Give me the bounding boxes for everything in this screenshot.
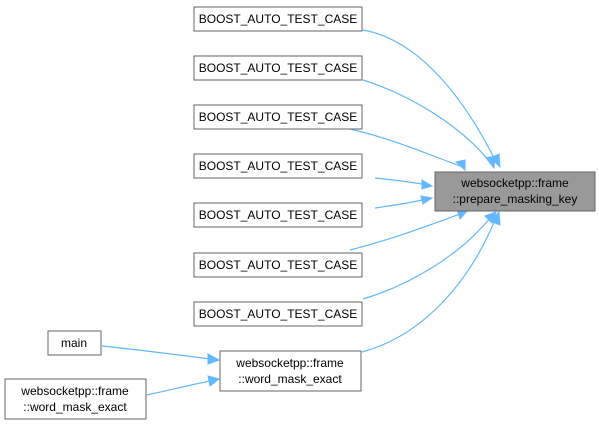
edge-boost1-to-target bbox=[362, 29, 496, 161]
edge-boost3-to-target bbox=[349, 128, 461, 167]
arrow-wmeleft bbox=[207, 375, 221, 387]
edge-boost7-to-target bbox=[362, 217, 491, 300]
arrow-boost4 bbox=[421, 179, 434, 190]
edge-boost6-to-target bbox=[349, 213, 461, 251]
node-box bbox=[193, 252, 363, 278]
edge-boost5-to-target bbox=[374, 199, 423, 209]
edge-boost4-to-target bbox=[374, 177, 423, 185]
edge-boost2-to-target bbox=[362, 79, 491, 163]
node-box bbox=[193, 55, 363, 81]
node-label: main bbox=[61, 336, 87, 350]
node-label-line2: ::word_mask_exact bbox=[238, 372, 342, 386]
node-box bbox=[219, 350, 362, 392]
node-label: BOOST_AUTO_TEST_CASE bbox=[199, 12, 358, 26]
edge-wmeleft-to-wmemid bbox=[146, 380, 211, 396]
node-box bbox=[434, 171, 596, 212]
node-label: BOOST_AUTO_TEST_CASE bbox=[199, 307, 358, 321]
node-label-line2: ::word_mask_exact bbox=[23, 400, 127, 414]
node-prepare-masking-key[interactable]: websocketpp::frame ::prepare_masking_key bbox=[434, 171, 596, 212]
arrow-boost3 bbox=[454, 159, 466, 172]
edge-wmemid-to-target bbox=[361, 219, 496, 353]
node-label-line1: websocketpp::frame bbox=[460, 176, 569, 190]
node-box bbox=[193, 104, 363, 130]
node-boost-auto-test-case-1[interactable]: BOOST_AUTO_TEST_CASE bbox=[193, 6, 363, 32]
node-main[interactable]: main bbox=[47, 330, 102, 356]
node-word-mask-exact-left[interactable]: websocketpp::frame ::word_mask_exact bbox=[4, 378, 147, 420]
node-boost-auto-test-case-3[interactable]: BOOST_AUTO_TEST_CASE bbox=[193, 104, 363, 130]
nodes: websocketpp::frame ::prepare_masking_key… bbox=[4, 6, 596, 420]
node-box bbox=[193, 6, 363, 32]
node-label-line2: ::prepare_masking_key bbox=[453, 192, 578, 206]
node-box bbox=[4, 378, 147, 420]
node-label: BOOST_AUTO_TEST_CASE bbox=[199, 110, 358, 124]
arrow-boost5 bbox=[420, 195, 434, 205]
node-boost-auto-test-case-4[interactable]: BOOST_AUTO_TEST_CASE bbox=[193, 153, 363, 179]
node-box bbox=[47, 330, 102, 356]
arrow-wmemid bbox=[489, 210, 501, 226]
node-label: BOOST_AUTO_TEST_CASE bbox=[199, 208, 358, 222]
node-boost-auto-test-case-5[interactable]: BOOST_AUTO_TEST_CASE bbox=[193, 202, 363, 228]
node-label: BOOST_AUTO_TEST_CASE bbox=[199, 61, 358, 75]
arrowheads bbox=[207, 153, 501, 387]
edge-main-to-wmemid bbox=[101, 345, 211, 360]
node-word-mask-exact-mid[interactable]: websocketpp::frame ::word_mask_exact bbox=[219, 350, 362, 392]
node-boost-auto-test-case-6[interactable]: BOOST_AUTO_TEST_CASE bbox=[193, 252, 363, 278]
edges bbox=[101, 29, 496, 396]
node-label-line1: websocketpp::frame bbox=[235, 356, 344, 370]
node-label-line1: websocketpp::frame bbox=[20, 384, 129, 398]
node-box bbox=[193, 202, 363, 228]
node-boost-auto-test-case-2[interactable]: BOOST_AUTO_TEST_CASE bbox=[193, 55, 363, 81]
node-boost-auto-test-case-7[interactable]: BOOST_AUTO_TEST_CASE bbox=[193, 301, 363, 327]
node-box bbox=[193, 301, 363, 327]
node-box bbox=[193, 153, 363, 179]
node-label: BOOST_AUTO_TEST_CASE bbox=[199, 258, 358, 272]
node-label: BOOST_AUTO_TEST_CASE bbox=[199, 159, 358, 173]
arrow-boost2 bbox=[485, 155, 496, 170]
arrow-main bbox=[207, 353, 221, 365]
